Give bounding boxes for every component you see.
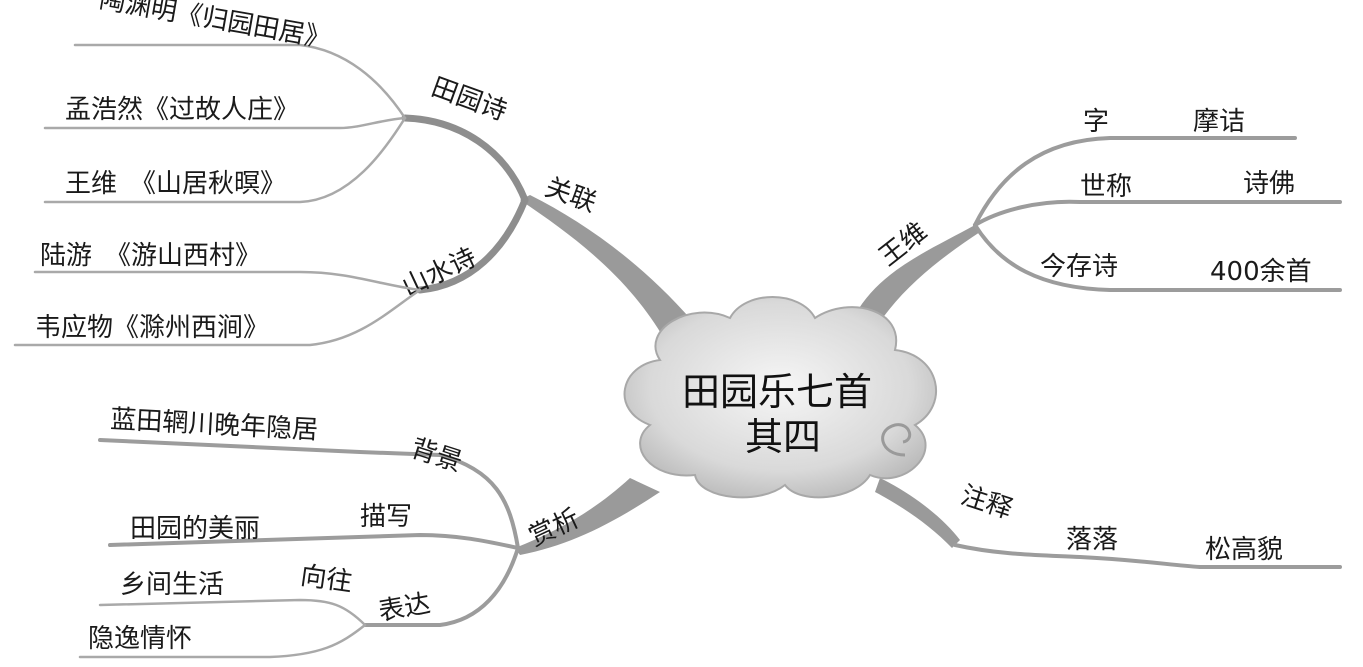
leaf-miaoxie-value: 田园的美丽 [130, 514, 260, 544]
node-beijing: 背景 [407, 434, 466, 479]
node-zi-key: 字 [1083, 107, 1109, 137]
leaf-weiyingwu: 韦应物《滁州西涧》 [35, 313, 269, 343]
node-shicheng-key: 世称 [1080, 172, 1132, 202]
leaf-yinyi: 隐逸情怀 [88, 624, 192, 654]
leaf-beijing-value: 蓝田辋川晚年隐居 [110, 405, 319, 446]
node-shicheng-value: 诗佛 [1243, 169, 1295, 199]
leaf-menghaoran: 孟浩然《过故人庄》 [65, 95, 299, 125]
center-title-line1: 田园乐七首 [682, 370, 872, 414]
leaf-wangwei-shanju: 王维 《山居秋暝》 [65, 169, 286, 199]
node-luoluo: 落落 [1066, 525, 1118, 555]
trunk-guanlian [520, 195, 700, 340]
node-xiangwang: 向往 [298, 561, 354, 598]
leaf-taoyuanming: 陶渊明《归园田居》 [97, 0, 333, 55]
node-zhushi: 注释 [957, 481, 1016, 526]
node-zi-value: 摩诘 [1193, 107, 1245, 137]
node-biaoda: 表达 [376, 589, 432, 628]
node-tianyuanshi: 田园诗 [427, 72, 511, 127]
node-shanshuishi: 山水诗 [398, 243, 481, 303]
leaf-luyou: 陆游 《游山西村》 [40, 241, 261, 271]
leaf-line-luyou [35, 272, 420, 290]
node-songgaomao: 松高貌 [1205, 535, 1283, 565]
center-title-line2: 其四 [745, 415, 821, 459]
node-miaoxie: 描写 [360, 502, 412, 532]
trunk-zhushi [875, 478, 960, 548]
leaf-line-xiangwang [100, 600, 365, 625]
branch-line-shicheng [975, 202, 1340, 225]
node-jincun-value: 400余首 [1210, 257, 1312, 287]
leaf-xiangwang-value: 乡间生活 [120, 570, 224, 600]
node-jincun-key: 今存诗 [1040, 252, 1118, 282]
branch-line-tianyuanshi [405, 118, 525, 200]
